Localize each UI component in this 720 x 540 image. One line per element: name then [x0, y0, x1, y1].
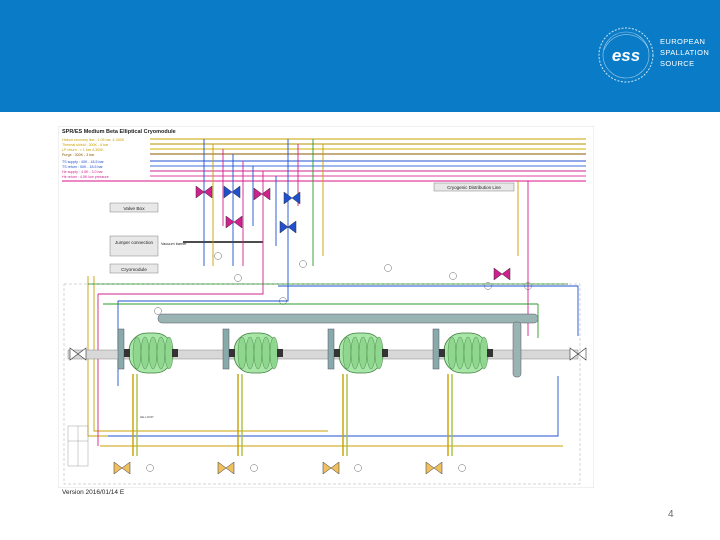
legend: Helium recovery line : 1.05 bar, 4-300K … [62, 138, 125, 179]
cavity-3 [327, 328, 388, 456]
cavity-4 [432, 328, 493, 456]
legend-line-2: Thermal shield : 300K - 6 bar [62, 143, 109, 147]
cryomodule-label: Cryomodule [121, 267, 147, 273]
legend-line-4: Purge : 300K - 3 bar [62, 153, 95, 157]
legend-line-8: He return : 4.5K low pressure [62, 175, 109, 179]
legend-line-3: LP return : < 1 bar 4-300K [62, 148, 104, 152]
cryomodule-diagram: SPR/ES Medium Beta Elliptical Cryomodule… [58, 126, 594, 488]
header-banner [0, 0, 720, 112]
logo-text: EUROPEAN SPALLATION SOURCE [660, 36, 709, 69]
legend-line-5: TS supply : 40K - 18.5 bar [62, 160, 105, 164]
logo-line-source: SOURCE [660, 59, 695, 68]
logo-line-european: EUROPEAN [660, 37, 706, 46]
version-label: Version 2016/01/14 E [62, 489, 125, 496]
distribution-line-label: Cryogenic Distribution Line [447, 185, 501, 190]
jumper-connection-label: Jumper connection [115, 240, 154, 245]
vacuum-barrier-label: Vacuum barrier [161, 242, 187, 246]
diagram-title: SPR/ES Medium Beta Elliptical Cryomodule [62, 129, 176, 135]
cavity-1: HE-LOOP [117, 328, 178, 456]
svg-text:HE-LOOP: HE-LOOP [140, 415, 154, 419]
legend-line-6: TS return : 50K - 18.5 bar [62, 165, 104, 169]
valve-box-label: Valve Box [123, 206, 145, 212]
logo-mark: ess [612, 46, 640, 65]
ess-logo: ess [598, 27, 654, 83]
logo-line-spallation: SPALLATION [660, 48, 710, 57]
cavity-2 [222, 328, 283, 456]
legend-line-7: He supply : 4.5K - 3.0 bar [62, 170, 104, 174]
legend-line-1: Helium recovery line : 1.05 bar, 4-300K [62, 138, 125, 142]
page-number: 4 [668, 509, 674, 520]
